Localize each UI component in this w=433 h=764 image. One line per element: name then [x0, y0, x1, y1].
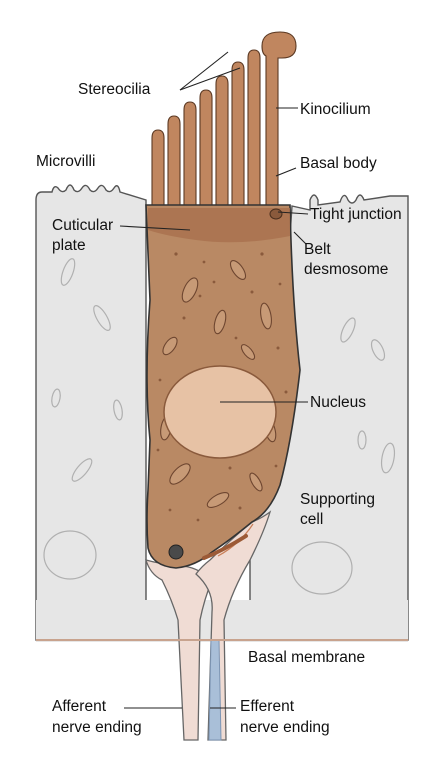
- label-belt-desmosome-2: desmosome: [304, 260, 388, 279]
- label-supporting-cell-2: cell: [300, 510, 323, 529]
- label-cuticular-plate-2: plate: [52, 236, 86, 255]
- label-tight-junction: Tight junction: [310, 205, 402, 224]
- basal-body: [270, 209, 282, 219]
- nucleus: [164, 366, 276, 458]
- label-stereocilia: Stereocilia: [78, 80, 150, 99]
- label-afferent-1: Afferent: [52, 697, 106, 716]
- label-basal-body: Basal body: [300, 154, 377, 173]
- label-microvilli: Microvilli: [36, 152, 95, 171]
- label-belt-desmosome-1: Belt: [304, 240, 331, 259]
- label-afferent-2: nerve ending: [52, 718, 142, 737]
- label-efferent-2: nerve ending: [240, 718, 330, 737]
- label-efferent-1: Efferent: [240, 697, 294, 716]
- label-cuticular-plate-1: Cuticular: [52, 216, 113, 235]
- efferent-core: [209, 640, 221, 740]
- label-nucleus: Nucleus: [310, 393, 366, 412]
- label-supporting-cell-1: Supporting: [300, 490, 375, 509]
- label-basal-membrane: Basal membrane: [248, 648, 365, 667]
- synaptic-body: [169, 545, 183, 559]
- label-kinocilium: Kinocilium: [300, 100, 371, 119]
